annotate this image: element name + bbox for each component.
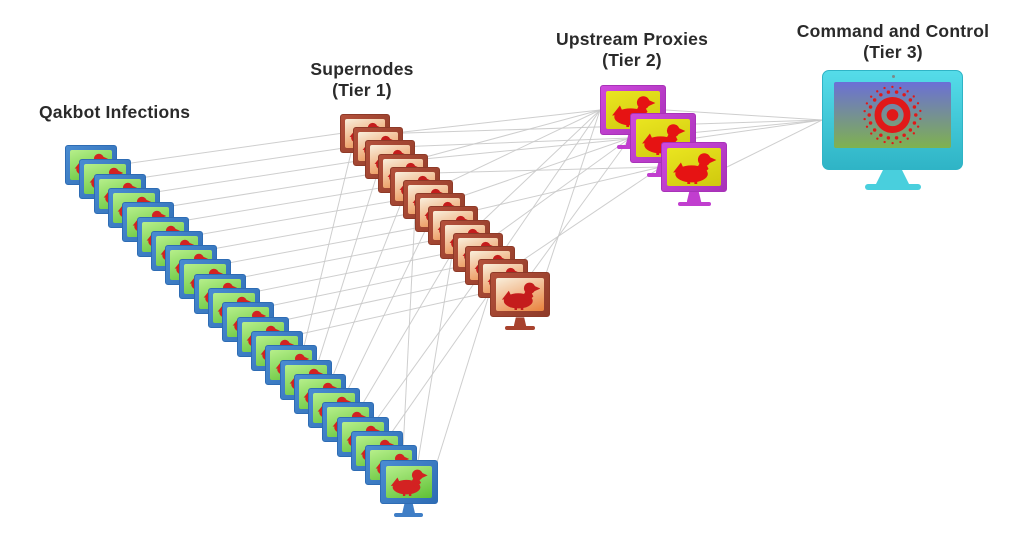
connection-line	[217, 225, 428, 266]
monitor-screen	[385, 465, 432, 498]
target-icon	[863, 85, 922, 145]
duck-icon	[673, 152, 717, 185]
label-c2-title: Command and Control	[796, 21, 990, 41]
connection-line	[431, 291, 491, 480]
label-proxies-tier: (Tier 2)	[602, 50, 662, 70]
connection-line	[527, 137, 631, 279]
supernode-node	[490, 272, 550, 318]
label-supernodes: Supernodes (Tier 1)	[310, 59, 413, 101]
duck-icon	[391, 469, 428, 497]
connection-line	[439, 109, 601, 187]
connection-line	[231, 238, 441, 280]
connection-line	[131, 146, 353, 180]
c2-stand	[875, 170, 910, 185]
connection-line	[402, 212, 416, 452]
camera-dot	[892, 75, 895, 78]
connection-line	[402, 137, 631, 148]
connection-line	[388, 291, 491, 437]
connection-line	[302, 146, 353, 352]
monitor-screen	[667, 148, 721, 186]
connection-line	[159, 172, 378, 209]
connection-line	[414, 109, 601, 161]
proxy-node	[661, 142, 727, 192]
connection-line	[259, 265, 466, 309]
connection-line	[202, 212, 416, 252]
monitor-stand	[513, 317, 527, 328]
label-c2-tier: (Tier 3)	[863, 42, 923, 62]
monitor-stand	[686, 192, 702, 203]
connection-line	[665, 109, 823, 121]
connection-line	[359, 252, 453, 409]
connection-line	[452, 137, 631, 200]
connection-line	[345, 225, 428, 395]
label-qakbot-infections: Qakbot Infections	[39, 102, 191, 122]
monitor-screen	[496, 278, 544, 312]
connection-line	[502, 109, 601, 253]
connection-line	[464, 166, 662, 214]
label-command-and-control: Command and Control (Tier 3)	[797, 21, 989, 63]
connection-line	[489, 137, 631, 240]
connection-line	[726, 119, 823, 168]
connection-line	[116, 133, 341, 166]
label-upstream-proxies: Upstream Proxies (Tier 2)	[556, 29, 708, 71]
monitor-stand-base	[505, 326, 535, 331]
monitor-stand-base	[677, 202, 711, 206]
monitor-stand	[402, 503, 416, 514]
connection-line	[274, 278, 478, 323]
label-supernodes-tier: (Tier 1)	[332, 80, 392, 100]
connection-line	[695, 119, 823, 139]
connection-line	[539, 109, 601, 293]
c2-monitor	[822, 70, 963, 170]
c2-stand-base	[864, 184, 921, 190]
connection-line	[174, 185, 391, 223]
duck-icon	[501, 282, 541, 310]
connection-line	[316, 172, 378, 366]
label-proxies-title: Upstream Proxies	[555, 29, 709, 49]
c2-screen	[834, 82, 951, 148]
connection-line	[514, 166, 662, 266]
connection-line	[389, 109, 601, 134]
connection-line	[416, 252, 453, 466]
connection-line	[288, 291, 491, 338]
monitor-stand-base	[394, 512, 424, 517]
connection-line	[427, 166, 662, 174]
infection-node	[379, 459, 438, 504]
connection-line	[245, 251, 453, 295]
connection-line	[477, 109, 601, 227]
connection-line	[145, 159, 366, 195]
label-supernodes-title: Supernodes	[310, 59, 414, 79]
connection-line	[414, 119, 823, 161]
connection-line	[331, 199, 403, 380]
connection-line	[373, 278, 478, 423]
